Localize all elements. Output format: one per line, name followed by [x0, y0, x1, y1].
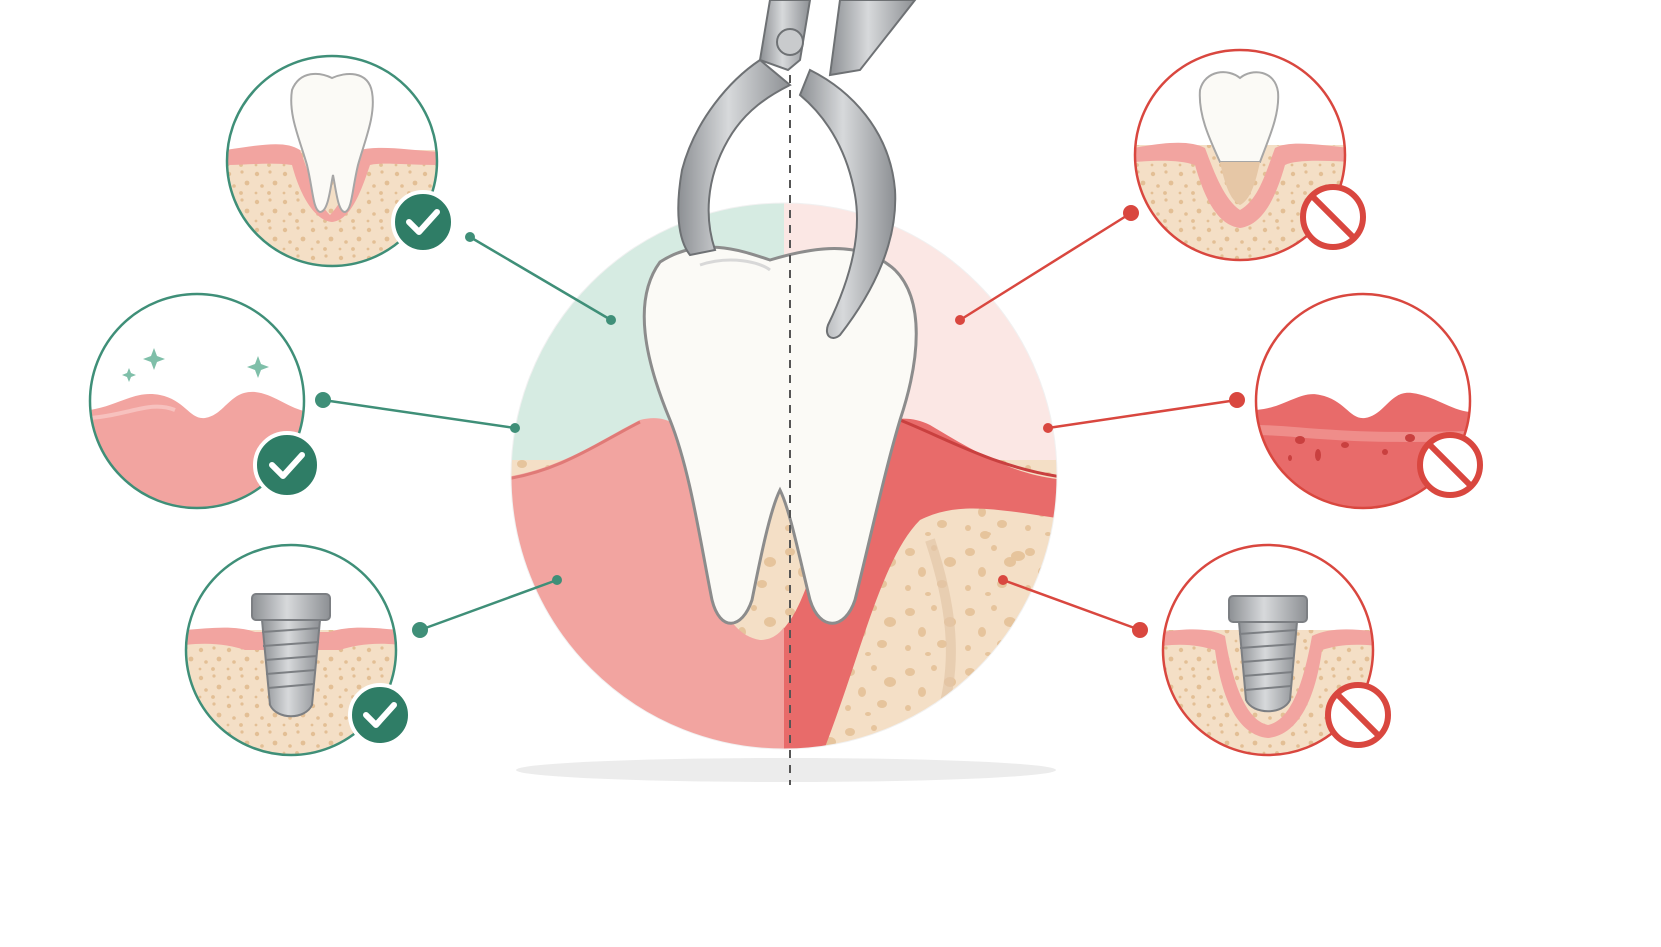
- main-extraction-scene: [500, 190, 1084, 790]
- check-icon: [255, 433, 319, 497]
- prohibited-icon: [1328, 685, 1388, 745]
- ground-shadow: [516, 758, 1056, 782]
- prohibited-icon: [1303, 187, 1363, 247]
- prohibited-icon: [1420, 435, 1480, 495]
- healthy-tooth-socket-panel: [225, 56, 453, 280]
- inflamed-gums-panel: [1256, 294, 1480, 510]
- check-icon: [350, 685, 410, 745]
- healthy-implant-panel: [185, 545, 410, 760]
- check-icon: [393, 192, 453, 252]
- healthy-gums-panel: [90, 294, 319, 510]
- damaged-tooth-socket-panel: [1134, 50, 1363, 275]
- failed-implant-panel: [1162, 545, 1388, 760]
